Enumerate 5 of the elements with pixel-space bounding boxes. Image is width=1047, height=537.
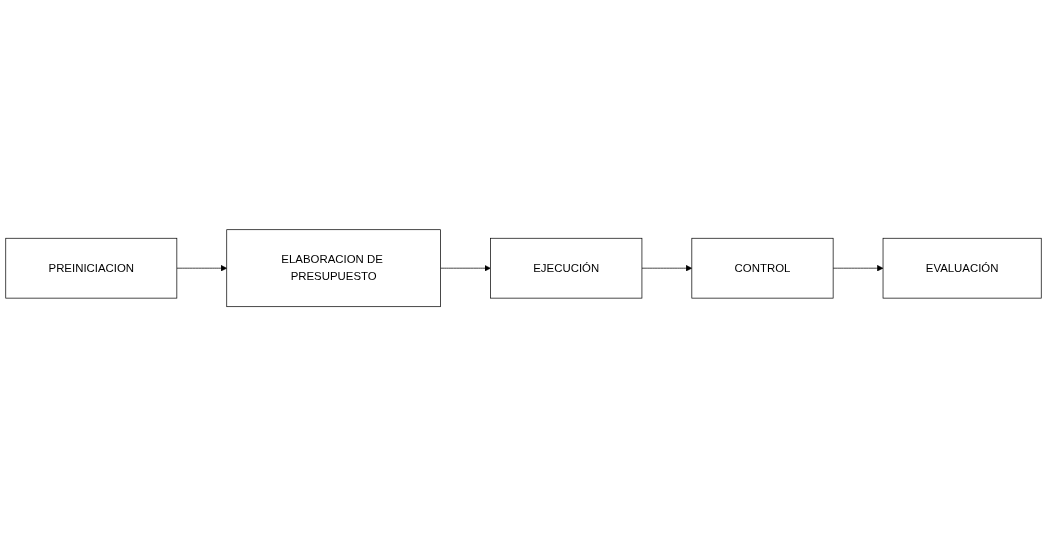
- node-box: EVALUACIÓN: [882, 238, 1042, 299]
- node-box: PREINICIACION: [5, 238, 178, 299]
- node-box: ELABORACION DE PRESUPUESTO: [226, 229, 441, 308]
- node-box: EJECUCIÓN: [490, 238, 643, 299]
- node-box: CONTROL: [691, 238, 834, 299]
